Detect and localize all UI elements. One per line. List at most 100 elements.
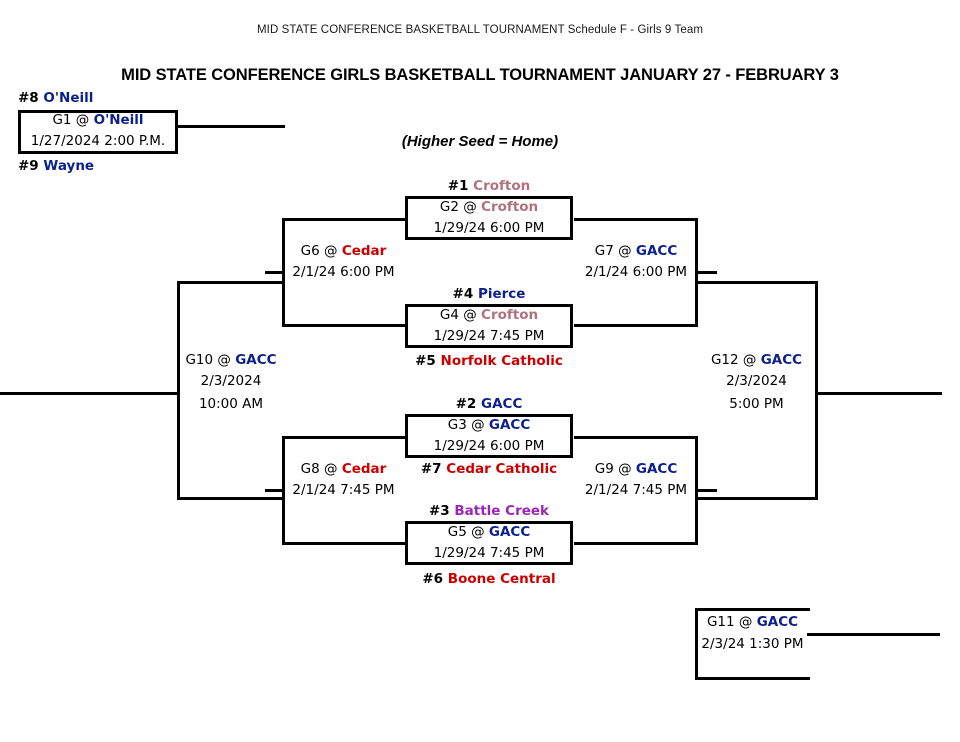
higher-seed-note: (Higher Seed = Home) (401, 133, 559, 150)
game-site: Crofton (481, 307, 539, 323)
at-symbol: @ (471, 524, 485, 540)
game-datetime-g6: 2/1/24 6:00 PM (292, 264, 395, 280)
game-label-g8: G8 @ Cedar (282, 461, 405, 477)
game-label-g4: G4 @ Crofton (405, 307, 573, 323)
game-date-g12: 2/3/2024 (726, 373, 787, 389)
seed-label-3: #3 Battle Creek (405, 503, 573, 519)
page-title: MID STATE CONFERENCE GIRLS BASKETBALL TO… (121, 66, 839, 84)
seed-team-name: GACC (481, 396, 523, 412)
game-datetime-g9: 2/1/24 7:45 PM (584, 482, 688, 498)
game-label-g7: G7 @ GACC (574, 243, 698, 259)
connector-g9-out (695, 489, 717, 492)
seed-label-2: #2 GACC (405, 396, 573, 412)
game-box-g1[interactable] (18, 110, 178, 154)
game-site: GACC (488, 524, 531, 540)
bracket-g12 (695, 281, 818, 500)
game-site: O'Neill (93, 112, 144, 128)
at-symbol: @ (217, 352, 231, 368)
at-symbol: @ (471, 417, 485, 433)
seed-number: #3 (428, 503, 450, 519)
bracket-g11 (695, 608, 810, 680)
game-code: G11 (706, 614, 735, 630)
game-site: Crofton (481, 199, 539, 215)
game-code: G5 (447, 524, 467, 540)
game-box-g2[interactable] (405, 196, 573, 240)
connector-g7-out (695, 271, 717, 274)
at-symbol: @ (738, 614, 753, 630)
game-datetime-g4: 1/29/24 7:45 PM (433, 328, 545, 344)
at-symbol: @ (742, 352, 757, 368)
seed-team-name: Boone Central (447, 571, 556, 587)
seed-team-name: O'Neill (43, 90, 94, 106)
at-symbol: @ (463, 199, 477, 215)
game-site: Cedar (341, 243, 387, 259)
game-datetime-g5: 1/29/24 7:45 PM (433, 545, 545, 561)
game-label-g10: G10 @ GACC (177, 352, 285, 368)
game-site: GACC (635, 461, 678, 477)
game-code: G6 (300, 243, 320, 259)
seed-team-name: Wayne (43, 158, 95, 174)
seed-number: #2 (455, 396, 477, 412)
seed-number: #5 (415, 353, 436, 369)
seed-number: #7 (420, 461, 442, 477)
at-symbol: @ (324, 461, 338, 477)
seed-number: #9 (18, 158, 39, 174)
game-box-g4[interactable] (405, 304, 573, 348)
connector-g8-out (265, 489, 285, 492)
seed-label-5: #5 Norfolk Catholic (405, 353, 573, 369)
game-label-g9: G9 @ GACC (574, 461, 698, 477)
game-datetime-g7: 2/1/24 6:00 PM (584, 264, 688, 280)
game-box-g3[interactable] (405, 414, 573, 458)
game-code: G2 (439, 199, 459, 215)
document-header: MID STATE CONFERENCE BASKETBALL TOURNAME… (256, 24, 704, 36)
game-label-g1: G1 @ O'Neill (18, 112, 178, 128)
game-box-g5[interactable] (405, 521, 573, 565)
game-label-g12: G12 @ GACC (695, 352, 818, 368)
game-code: G12 (710, 352, 739, 368)
game-code: G7 (594, 243, 614, 259)
game-label-g6: G6 @ Cedar (282, 243, 405, 259)
game-code: G4 (439, 307, 459, 323)
game-label-g5: G5 @ GACC (405, 524, 573, 540)
connector-g12-out (815, 392, 942, 395)
game-label-g2: G2 @ Crofton (405, 199, 573, 215)
seed-team-name: Cedar Catholic (446, 461, 558, 477)
game-datetime-g1: 1/27/2024 2:00 P.M. (30, 133, 166, 149)
seed-number: #8 (18, 90, 39, 106)
seed-label-1: #1 Crofton (405, 178, 573, 194)
game-label-g3: G3 @ GACC (405, 417, 573, 433)
seed-number: #4 (452, 286, 474, 302)
at-symbol: @ (463, 307, 477, 323)
bracket-g10 (177, 281, 285, 500)
game-site: GACC (235, 352, 277, 368)
at-symbol: @ (618, 461, 632, 477)
seed-label-9: #9 Wayne (18, 158, 94, 174)
seed-label-8: #8 O'Neill (18, 90, 93, 106)
game-site: GACC (488, 417, 531, 433)
seed-label-6: #6 Boone Central (405, 571, 573, 587)
seed-number: #1 (447, 178, 469, 194)
at-symbol: @ (75, 112, 90, 128)
game-date-g10: 2/3/2024 (200, 373, 262, 389)
seed-team-name: Norfolk Catholic (440, 353, 563, 369)
connector-g1-out (178, 125, 285, 128)
seed-team-name: Battle Creek (454, 503, 550, 519)
connector-g6-out (265, 271, 285, 274)
connector-g11-out (807, 633, 940, 636)
game-site: Cedar (341, 461, 387, 477)
game-datetime-g8: 2/1/24 7:45 PM (292, 482, 395, 498)
connector-g10-out (0, 392, 180, 395)
game-code: G8 (300, 461, 320, 477)
game-time-g12: 5:00 PM (729, 396, 784, 412)
seed-team-name: Crofton (473, 178, 531, 194)
game-site: GACC (760, 352, 803, 368)
game-label-g11: G11 @ GACC (695, 614, 810, 630)
game-datetime-g2: 1/29/24 6:00 PM (433, 220, 545, 236)
seed-number: #6 (422, 571, 444, 587)
game-datetime-g11: 2/3/24 1:30 PM (701, 636, 804, 652)
game-site: GACC (756, 614, 799, 630)
game-site: GACC (635, 243, 678, 259)
game-code: G3 (447, 417, 467, 433)
seed-team-name: Pierce (477, 286, 526, 302)
